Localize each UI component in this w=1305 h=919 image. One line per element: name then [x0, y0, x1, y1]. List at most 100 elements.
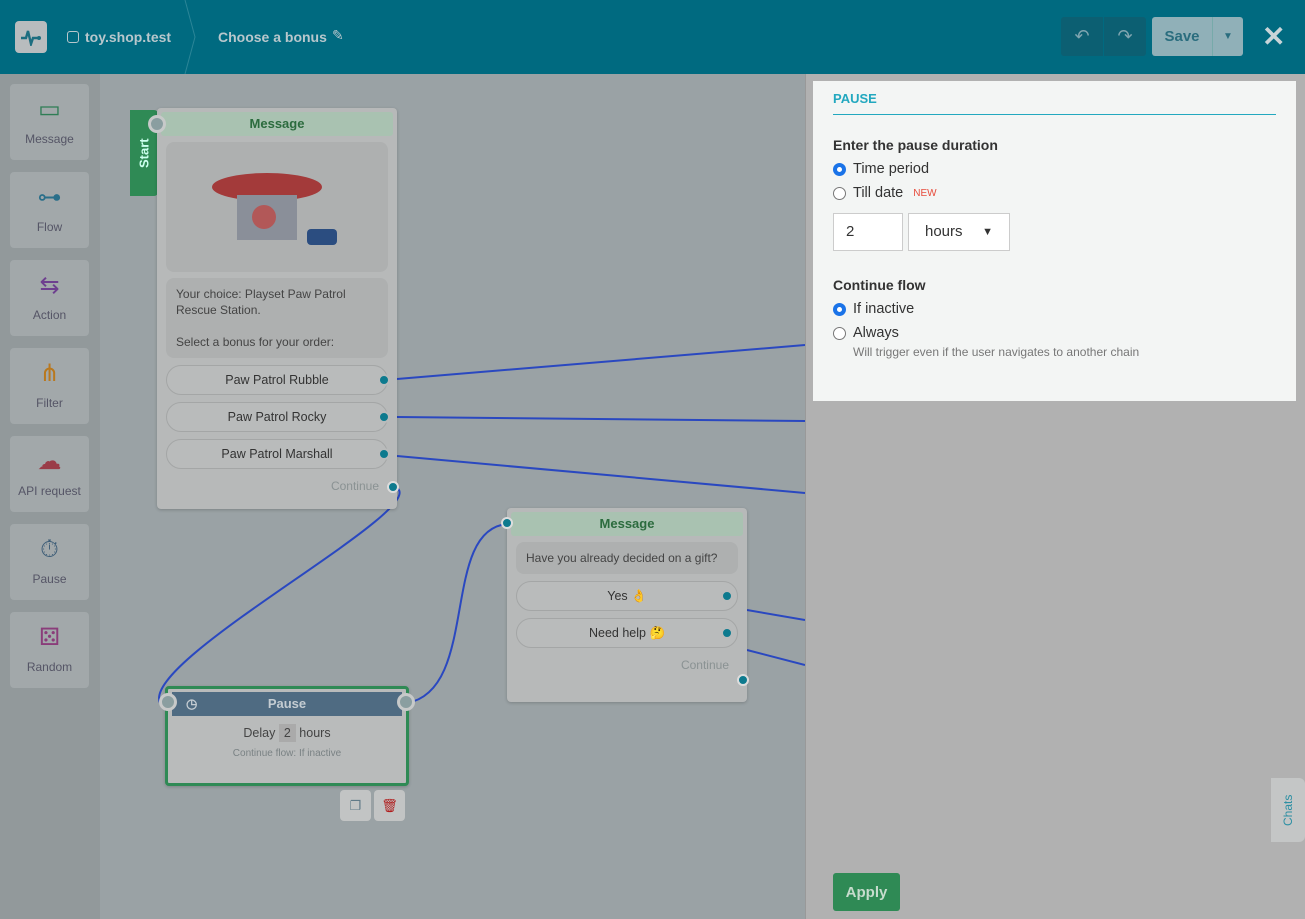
message-line: Your choice: Playset Paw Patrol Rescue S… — [176, 287, 346, 317]
duration-label: Enter the pause duration — [833, 137, 998, 153]
toolbox-sidebar: ▭ Message ⊶ Flow ⇆ Action ⋔Filter ☁ API requ… — [0, 74, 100, 919]
radio-time-period[interactable]: Time period — [833, 161, 1276, 177]
pause-node-header: ◷ Pause — [172, 692, 402, 716]
tool-label: Message — [25, 132, 74, 146]
radio-till-date[interactable]: Till date NEW — [833, 185, 1276, 201]
message-node-2[interactable]: Message Have you already decided on a gi… — [501, 508, 749, 702]
reply-label: Yes 👌 — [607, 589, 647, 603]
connection-line — [396, 455, 805, 494]
input-port[interactable] — [148, 115, 166, 133]
breadcrumb-separator — [184, 0, 196, 74]
delay-label: Delay — [243, 726, 276, 740]
tool-api-request[interactable]: ☁ API request — [10, 436, 89, 512]
message-node-1[interactable]: Message Your choice: Playset Paw Patrol … — [148, 108, 399, 509]
undo-button[interactable]: ↶ — [1061, 17, 1103, 56]
account-label: toy.shop.test — [85, 29, 172, 45]
message-icon: ▭ — [38, 96, 61, 123]
tool-label: Flow — [36, 220, 63, 234]
reply-button[interactable]: Paw Patrol Rocky — [166, 402, 390, 432]
output-port[interactable] — [721, 590, 733, 602]
delay-value: 2 — [278, 724, 296, 742]
tool-label: Filter — [36, 396, 63, 410]
message-text: Have you already decided on a gift? — [516, 542, 738, 574]
unit-value: hours — [925, 223, 963, 240]
output-port[interactable] — [378, 374, 390, 386]
radio-unchecked[interactable] — [833, 326, 846, 340]
connection-line — [396, 344, 805, 380]
chevron-down-icon: ▼ — [982, 226, 993, 238]
tool-label: Action — [32, 308, 67, 322]
reply-label: Paw Patrol Marshall — [221, 447, 333, 461]
input-port[interactable] — [501, 517, 513, 529]
reply-button[interactable]: Paw Patrol Rubble — [166, 365, 390, 395]
panel-title: PAUSE — [833, 91, 1276, 115]
duration-input[interactable]: 2 — [833, 213, 903, 251]
copy-icon[interactable]: ❐ — [340, 790, 371, 821]
node-title: Pause — [267, 696, 307, 711]
new-badge: NEW — [913, 187, 937, 199]
chats-tab[interactable]: Chats — [1271, 778, 1305, 842]
connection-line — [158, 487, 401, 704]
reply-label: Paw Patrol Rubble — [225, 373, 329, 387]
tool-random[interactable]: ⚄Random — [10, 612, 89, 688]
output-port[interactable] — [378, 448, 390, 460]
reply-label: Need help 🤔 — [588, 626, 666, 640]
pause-node[interactable]: ◷ Pause Delay 2 hours Continue flow: If i… — [159, 686, 415, 786]
input-port[interactable] — [159, 693, 177, 711]
unit-select[interactable]: hours ▼ — [908, 213, 1010, 251]
clock-icon: ◷ — [186, 696, 198, 711]
tool-label: API request — [18, 484, 81, 498]
radio-checked[interactable] — [833, 162, 846, 176]
connection-line — [746, 609, 805, 621]
radio-always[interactable]: Always — [833, 325, 1276, 341]
redo-button[interactable]: ↷ — [1104, 17, 1146, 56]
flow-title[interactable]: Choose a bonus — [218, 29, 327, 45]
trash-icon[interactable]: 🗑 — [374, 790, 405, 821]
connections — [158, 344, 805, 704]
reply-label: Paw Patrol Rocky — [227, 410, 327, 424]
edit-pencil-icon[interactable]: ✎ — [332, 27, 344, 43]
radio-label: Time period — [853, 161, 930, 177]
product-image — [166, 142, 388, 272]
connection-line — [746, 649, 805, 666]
cloud-icon: ☁ — [37, 448, 62, 475]
apply-button[interactable]: Apply — [833, 873, 900, 911]
reply-button[interactable]: Yes 👌 — [516, 581, 738, 611]
tool-label: Pause — [32, 572, 67, 586]
tool-action[interactable]: ⇆ Action — [10, 260, 89, 336]
tool-pause[interactable]: ⏱ Pause — [10, 524, 89, 600]
always-hint: Will trigger even if the user navigates … — [853, 345, 1140, 359]
radio-label: Always — [853, 325, 899, 341]
radio-label: If inactive — [853, 301, 915, 317]
action-icon: ⇆ — [39, 272, 60, 299]
save-button[interactable]: Save — [1152, 17, 1212, 56]
reply-button[interactable]: Need help 🤔 — [516, 618, 738, 648]
top-bar: toy.shop.test Choose a bonus ✎ ↶ ↷ Save … — [0, 0, 1305, 74]
radio-checked[interactable] — [833, 302, 846, 316]
continue-flow-label: Continue flow — [833, 277, 926, 293]
radio-unchecked[interactable] — [833, 186, 846, 200]
output-port[interactable] — [397, 693, 415, 711]
continue-port[interactable] — [387, 481, 399, 493]
radio-if-inactive[interactable]: If inactive — [833, 301, 1276, 317]
message-text: Your choice: Playset Paw Patrol Rescue S… — [166, 278, 388, 358]
radio-label: Till date — [853, 185, 904, 201]
output-port[interactable] — [721, 627, 733, 639]
output-port[interactable] — [378, 411, 390, 423]
tool-message[interactable]: ▭ Message — [10, 84, 89, 160]
continue-port[interactable] — [737, 674, 749, 686]
continue-label: Continue — [680, 658, 729, 672]
delay-unit: hours — [299, 726, 331, 740]
account-name[interactable]: toy.shop.test — [67, 29, 171, 45]
close-button[interactable]: ✕ — [1262, 21, 1286, 52]
app-logo[interactable] — [15, 21, 47, 53]
connection-line — [406, 523, 508, 704]
flow-icon: ⊶ — [37, 184, 62, 211]
save-dropdown-chevron-icon[interactable]: ▼ — [1212, 17, 1243, 56]
message-line: Select a bonus for your order: — [176, 335, 335, 349]
tool-filter[interactable]: ⋔Filter — [10, 348, 89, 424]
continue-flow-text: Continue flow: If inactive — [232, 748, 342, 759]
reply-button[interactable]: Paw Patrol Marshall — [166, 439, 390, 469]
stopwatch-icon: ⏱ — [40, 536, 59, 563]
tool-flow[interactable]: ⊶ Flow — [10, 172, 89, 248]
